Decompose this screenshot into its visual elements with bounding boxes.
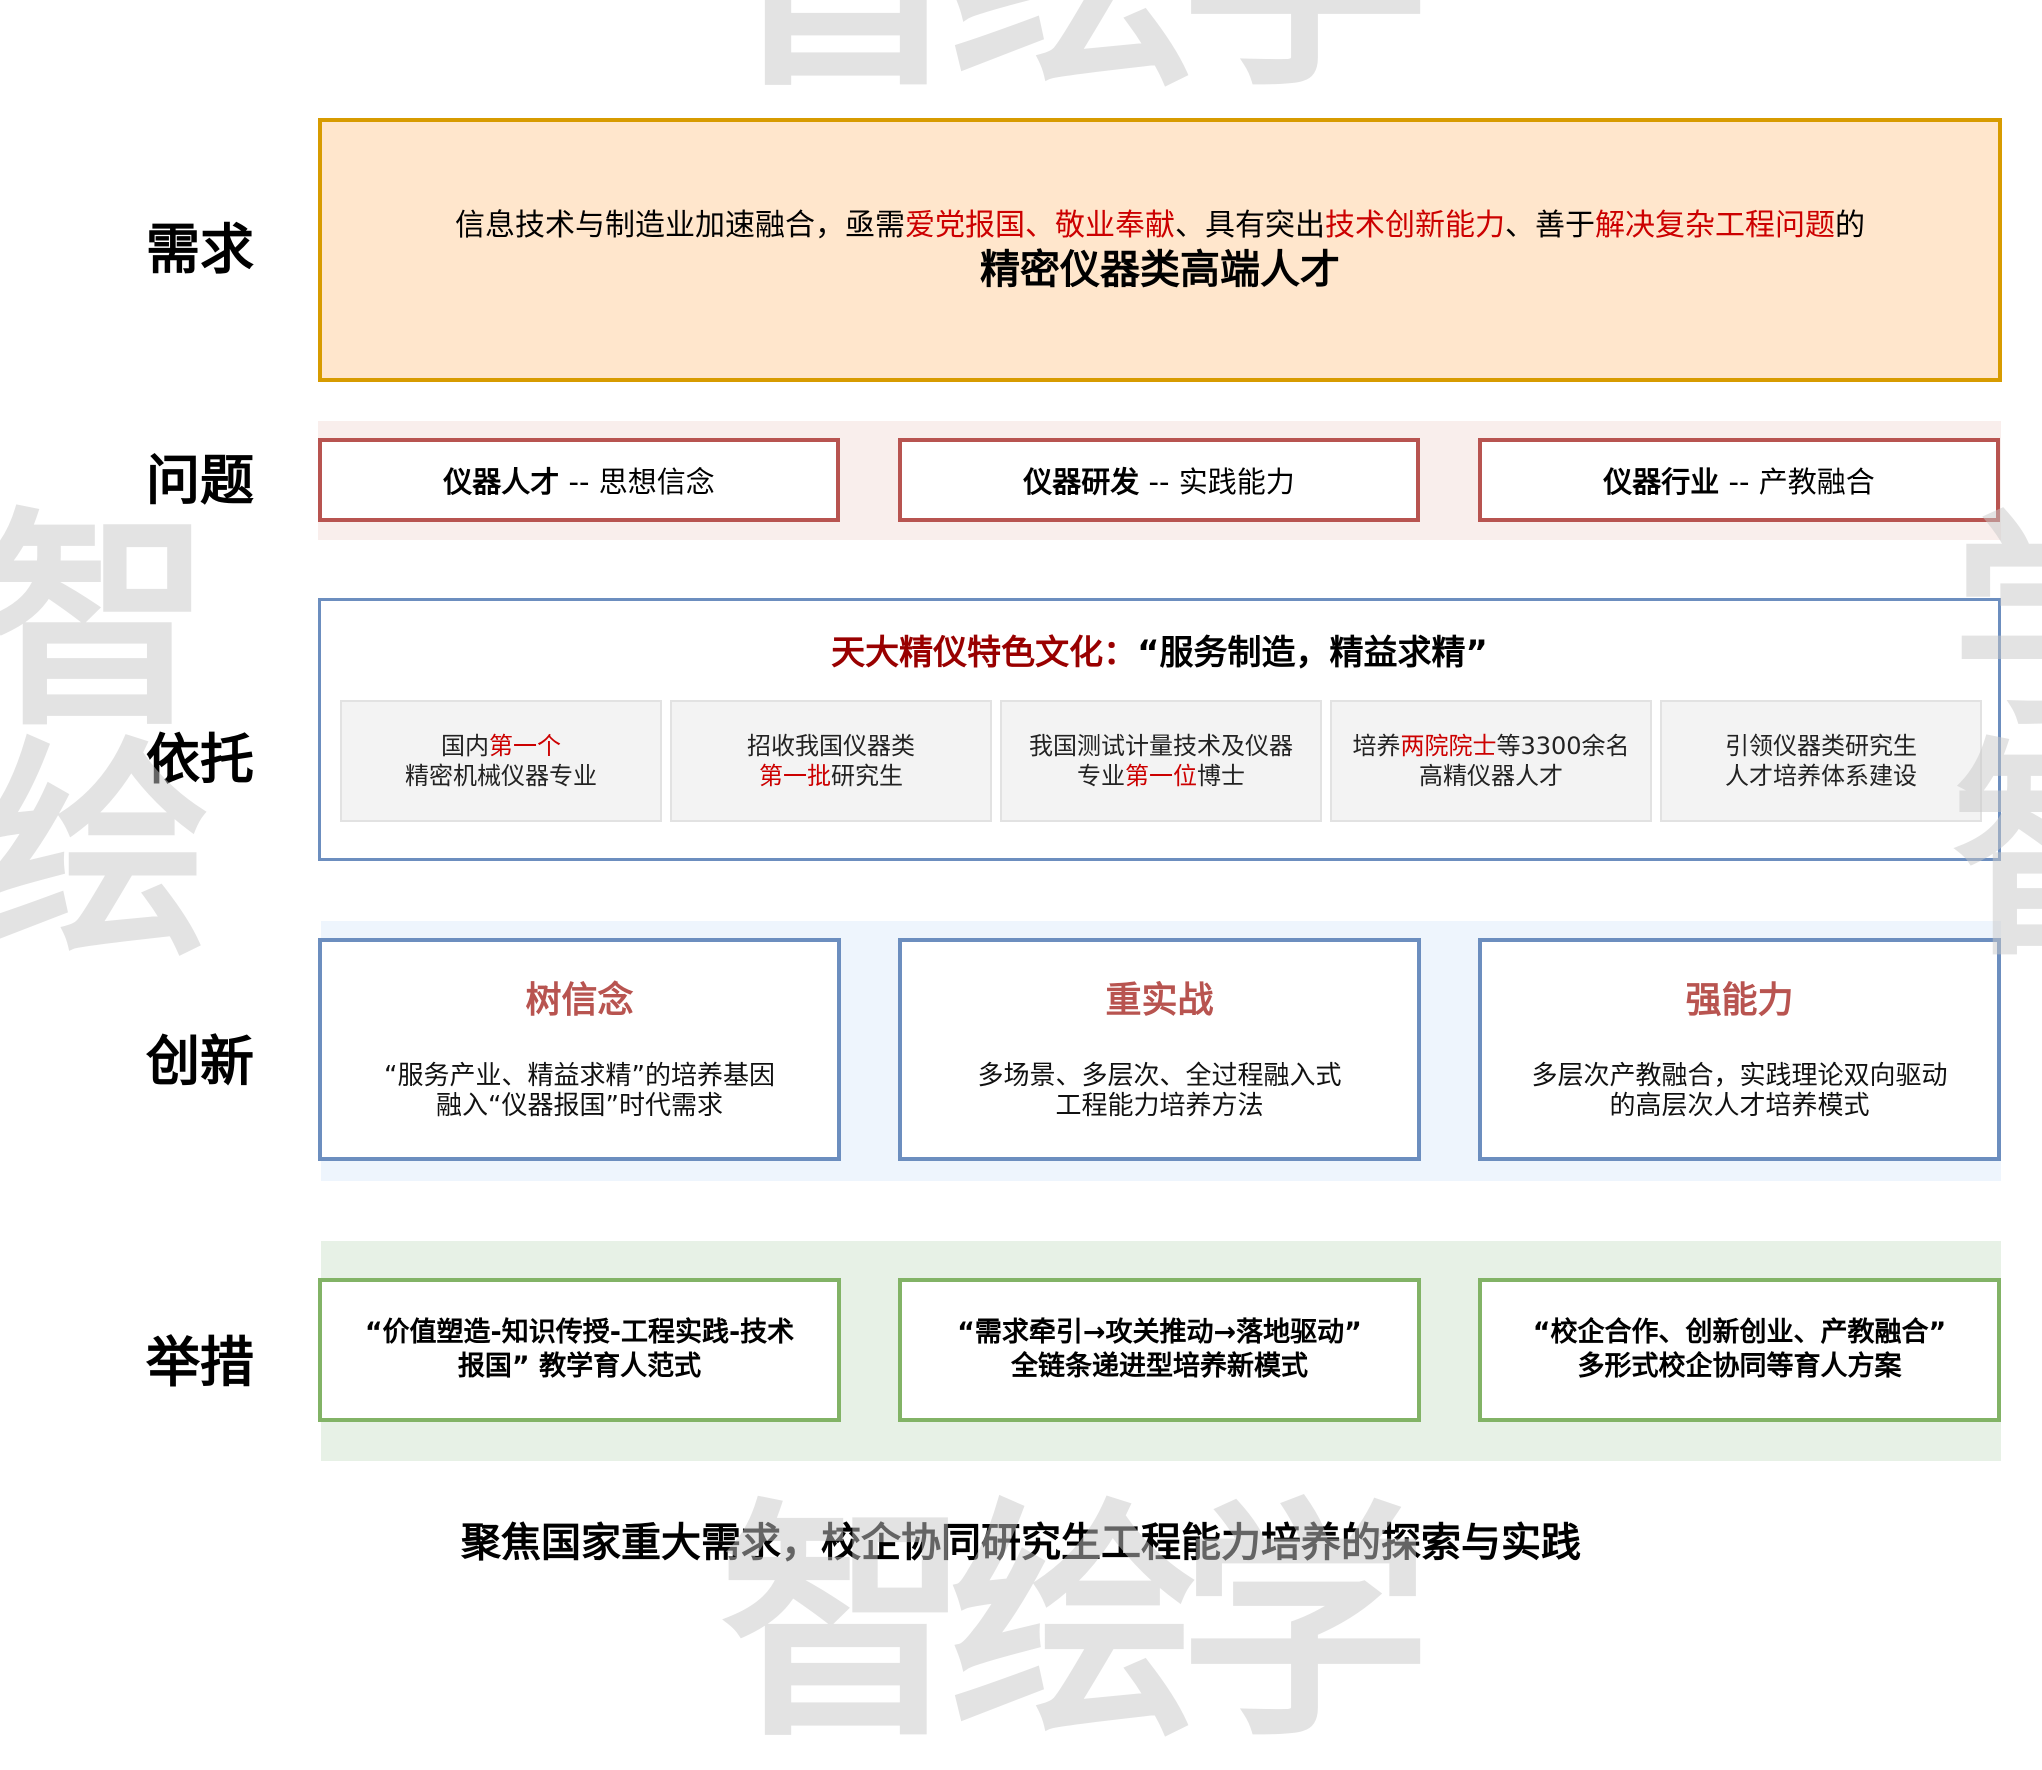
text-segment: 专业 xyxy=(1077,762,1125,790)
row-label-basis: 依托 xyxy=(146,728,254,791)
basis-title-motto: “服务制造，精益求精” xyxy=(1137,633,1488,673)
innovation-desc-line: 工程能力培养方法 xyxy=(1055,1090,1264,1121)
basis-cell-first-major: 国内第一个精密机械仪器专业 xyxy=(340,700,662,822)
text-segment: 国内 xyxy=(441,732,489,760)
text-segment: 等3300余名 xyxy=(1496,732,1630,760)
text-segment: 高精仪器人才 xyxy=(1419,762,1563,790)
cell-line: 招收我国仪器类 xyxy=(747,731,915,761)
basis-title-label: 天大精仪特色文化： xyxy=(831,633,1138,673)
demand-statement: 信息技术与制造业加速融合，亟需爱党报国、敬业奉献、具有突出技术创新能力、善于解决… xyxy=(455,206,1865,246)
problem-box-rnd: 仪器研发 -- 实践能力 xyxy=(898,438,1420,522)
measures-box-cooperation: “校企合作、创新创业、产教融合” 多形式校企协同等育人方案 xyxy=(1478,1278,2001,1422)
cell-line: 国内第一个 xyxy=(441,731,561,761)
basis-box: 天大精仪特色文化：“服务制造，精益求精” 国内第一个精密机械仪器专业 招收我国仪… xyxy=(318,598,2001,861)
highlight-text: 两院院士 xyxy=(1400,732,1497,760)
text-segment: 培养 xyxy=(1352,732,1401,760)
basis-cell-first-doctor: 我国测试计量技术及仪器专业第一位博士 xyxy=(1000,700,1322,822)
cell-line: 专业第一位博士 xyxy=(1077,761,1245,791)
basis-cell-academicians: 培养两院院士等3300余名高精仪器人才 xyxy=(1330,700,1652,822)
innovation-desc-line: “服务产业、精益求精”的培养基因 xyxy=(384,1060,775,1091)
row-label-demand: 需求 xyxy=(146,218,254,281)
innovation-box-belief: 树信念 “服务产业、精益求精”的培养基因 融入“仪器报国”时代需求 xyxy=(318,938,841,1161)
text-segment: 、具有突出 xyxy=(1175,208,1325,243)
problem-aspect: 实践能力 xyxy=(1178,465,1295,499)
measures-box-chain-model: “需求牵引→攻关推动→落地驱动” 全链条递进型培养新模式 xyxy=(898,1278,1421,1422)
cell-line: 高精仪器人才 xyxy=(1419,761,1563,791)
problem-separator: -- xyxy=(1719,465,1759,499)
innovation-title: 强能力 xyxy=(1685,979,1794,1021)
measure-line: 多形式校企协同等育人方案 xyxy=(1577,1351,1902,1382)
problem-title: 仪器人才 xyxy=(443,465,560,499)
innovation-title: 树信念 xyxy=(525,979,634,1021)
problem-aspect: 产教融合 xyxy=(1758,465,1875,499)
cell-line: 我国测试计量技术及仪器 xyxy=(1029,731,1293,761)
problem-title: 仪器研发 xyxy=(1023,465,1140,499)
row-label-innovation: 创新 xyxy=(146,1030,254,1093)
measure-line: “价值塑造-知识传授-工程实践-技术 xyxy=(364,1317,795,1348)
cell-line: 人才培养体系建设 xyxy=(1725,761,1917,791)
measure-line: 报国” 教学育人范式 xyxy=(457,1351,702,1382)
text-segment: 精密机械仪器专业 xyxy=(405,762,597,790)
row-label-problem: 问题 xyxy=(146,449,254,512)
text-segment: 博士 xyxy=(1197,762,1245,790)
innovation-box-ability: 强能力 多层次产教融合，实践理论双向驱动 的高层次人才培养模式 xyxy=(1478,938,2001,1161)
problem-separator: -- xyxy=(1139,465,1179,499)
highlight-text: 技术创新能力 xyxy=(1325,208,1505,243)
problem-aspect: 思想信念 xyxy=(598,465,715,499)
cell-line: 第一批研究生 xyxy=(759,761,903,791)
text-segment: 招收我国仪器类 xyxy=(747,732,915,760)
highlight-text: 爱党报国、敬业奉献 xyxy=(905,208,1175,243)
innovation-desc-line: 多场景、多层次、全过程融入式 xyxy=(977,1060,1342,1091)
cell-line: 引领仪器类研究生 xyxy=(1725,731,1917,761)
row-label-measures: 举措 xyxy=(146,1331,254,1394)
highlight-text: 第一批 xyxy=(759,762,831,790)
text-segment: 信息技术与制造业加速融合，亟需 xyxy=(455,208,905,243)
measure-line: 全链条递进型培养新模式 xyxy=(1011,1351,1308,1382)
text-segment: 的 xyxy=(1835,208,1865,243)
measures-box-paradigm: “价值塑造-知识传授-工程实践-技术 报国” 教学育人范式 xyxy=(318,1278,841,1422)
highlight-text: 第一个 xyxy=(489,732,561,760)
basis-title: 天大精仪特色文化：“服务制造，精益求精” xyxy=(321,631,1998,675)
innovation-desc-line: 的高层次人才培养模式 xyxy=(1609,1090,1870,1121)
demand-target: 精密仪器类高端人才 xyxy=(980,247,1340,293)
innovation-title: 重实战 xyxy=(1105,979,1214,1021)
measure-line: “需求牵引→攻关推动→落地驱动” xyxy=(957,1317,1362,1348)
problem-box-talent: 仪器人才 -- 思想信念 xyxy=(318,438,840,522)
cell-line: 培养两院院士等3300余名 xyxy=(1352,731,1629,761)
text-segment: 人才培养体系建设 xyxy=(1725,762,1917,790)
innovation-box-practice: 重实战 多场景、多层次、全过程融入式 工程能力培养方法 xyxy=(898,938,1421,1161)
innovation-desc-line: 融入“仪器报国”时代需求 xyxy=(436,1090,723,1121)
basis-cell-first-graduates: 招收我国仪器类第一批研究生 xyxy=(670,700,992,822)
highlight-text: 解决复杂工程问题 xyxy=(1595,208,1835,243)
problem-separator: -- xyxy=(559,465,599,499)
diagram-title: 聚焦国家重大需求，校企协同研究生工程能力培养的探索与实践 xyxy=(461,1520,1581,1566)
problem-title: 仪器行业 xyxy=(1603,465,1720,499)
watermark-top: 智绘学 xyxy=(720,0,1430,100)
demand-box: 信息技术与制造业加速融合，亟需爱党报国、敬业奉献、具有突出技术创新能力、善于解决… xyxy=(318,118,2002,382)
highlight-text: 第一位 xyxy=(1125,762,1197,790)
text-segment: 研究生 xyxy=(831,762,903,790)
basis-cell-system: 引领仪器类研究生人才培养体系建设 xyxy=(1660,700,1982,822)
innovation-desc-line: 多层次产教融合，实践理论双向驱动 xyxy=(1531,1060,1948,1091)
text-segment: 、善于 xyxy=(1505,208,1595,243)
problem-box-industry: 仪器行业 -- 产教融合 xyxy=(1478,438,2000,522)
measure-line: “校企合作、创新创业、产教融合” xyxy=(1532,1317,1947,1348)
text-segment: 我国测试计量技术及仪器 xyxy=(1029,732,1293,760)
cell-line: 精密机械仪器专业 xyxy=(405,761,597,791)
text-segment: 引领仪器类研究生 xyxy=(1725,732,1917,760)
